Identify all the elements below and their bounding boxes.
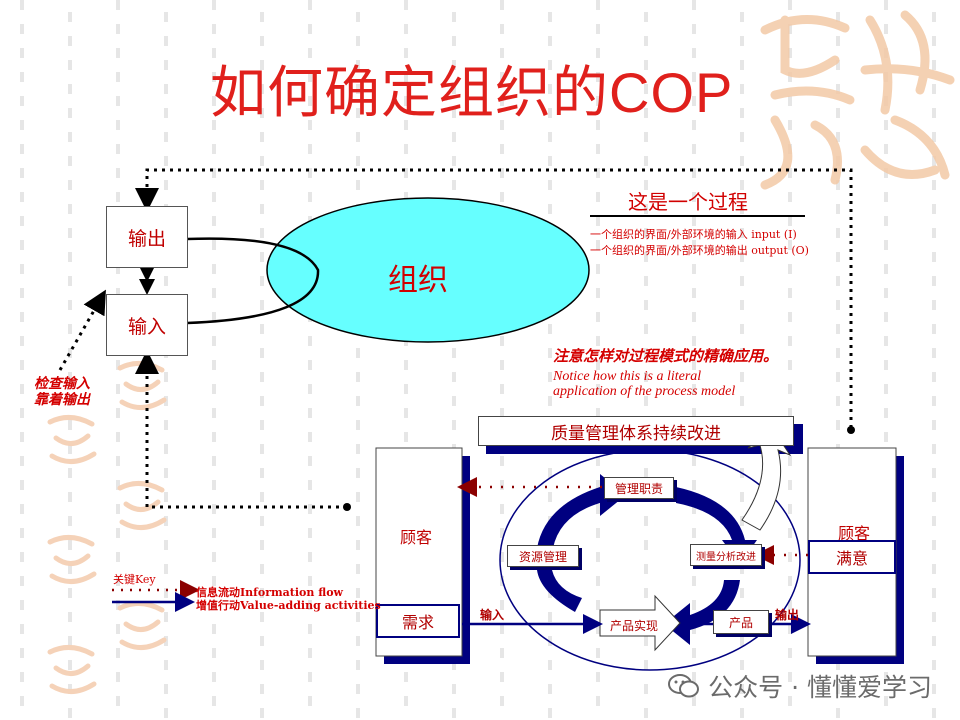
key-value-adding: 增值行动Value-adding activities: [196, 597, 381, 613]
satisfaction-box: 满意: [808, 540, 896, 574]
measure-label: 测量分析改进: [696, 548, 756, 563]
realization-box: 产品实现: [604, 614, 664, 636]
qms-output-label: 输出: [775, 606, 799, 623]
product-label: 产品: [729, 614, 753, 631]
watermark: 公众号 · 懂懂爱学习: [668, 668, 932, 704]
mgmt-label: 管理职责: [615, 480, 663, 497]
customer-left-label: 顾客: [400, 524, 432, 548]
wechat-icon: [668, 672, 700, 700]
key-title: 关键Key: [113, 571, 156, 587]
measure-improve-box: 测量分析改进: [690, 544, 762, 566]
requirement-label: 需求: [402, 609, 434, 633]
realization-label: 产品实现: [610, 617, 658, 634]
qms-banner: 质量管理体系持续改进: [478, 416, 794, 446]
qms-input-label: 输入: [480, 606, 504, 623]
satisfaction-label: 满意: [836, 545, 868, 569]
requirement-box: 需求: [376, 604, 460, 638]
resource-mgmt-box: 资源管理: [507, 545, 579, 567]
product-box: 产品: [713, 610, 769, 634]
mgmt-responsibility-box: 管理职责: [604, 477, 674, 499]
watermark-text: 公众号 · 懂懂爱学习: [708, 668, 932, 704]
resource-label: 资源管理: [519, 548, 567, 565]
